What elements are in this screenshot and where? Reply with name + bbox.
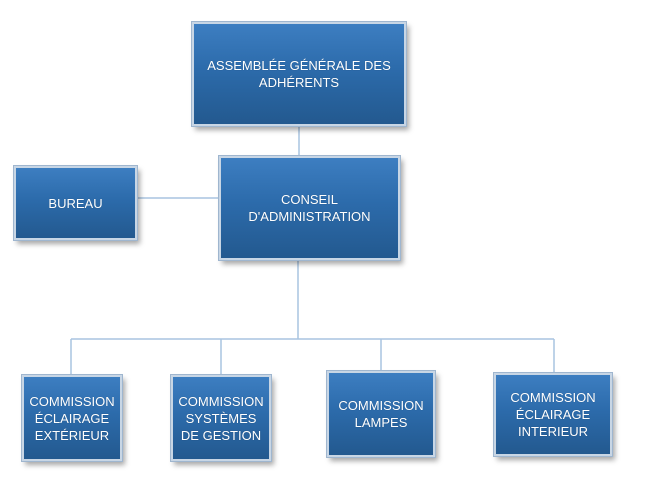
commission-lampes-label: COMMISSION LAMPES — [338, 398, 424, 430]
conseil-administration-box: CONSEIL D'ADMINISTRATION — [218, 155, 401, 261]
commission-eclairage-exterieur-label: COMMISSION ÉCLAIRAGE EXTÉRIEUR — [29, 393, 115, 443]
bureau-box: BUREAU — [13, 165, 138, 241]
commission-eclairage-interieur-box: COMMISSION ÉCLAIRAGE INTERIEUR — [493, 372, 613, 457]
assemblee-generale-box: ASSEMBLÉE GÉNÉRALE DES ADHÉRENTS — [191, 21, 407, 127]
commission-systemes-gestion-label: COMMISSION SYSTÈMES DE GESTION — [178, 393, 264, 443]
commission-eclairage-interieur-label: COMMISSION ÉCLAIRAGE INTERIEUR — [510, 390, 596, 439]
conseil-administration-label: CONSEIL D'ADMINISTRATION — [248, 192, 371, 224]
commission-eclairage-exterieur-box: COMMISSION ÉCLAIRAGE EXTÉRIEUR — [21, 374, 123, 462]
commission-systemes-gestion-box: COMMISSION SYSTÈMES DE GESTION — [170, 374, 272, 462]
commission-lampes-box: COMMISSION LAMPES — [326, 370, 436, 458]
bureau-label: BUREAU — [48, 195, 103, 211]
assemblee-generale-label: ASSEMBLÉE GÉNÉRALE DES ADHÉRENTS — [207, 58, 391, 90]
